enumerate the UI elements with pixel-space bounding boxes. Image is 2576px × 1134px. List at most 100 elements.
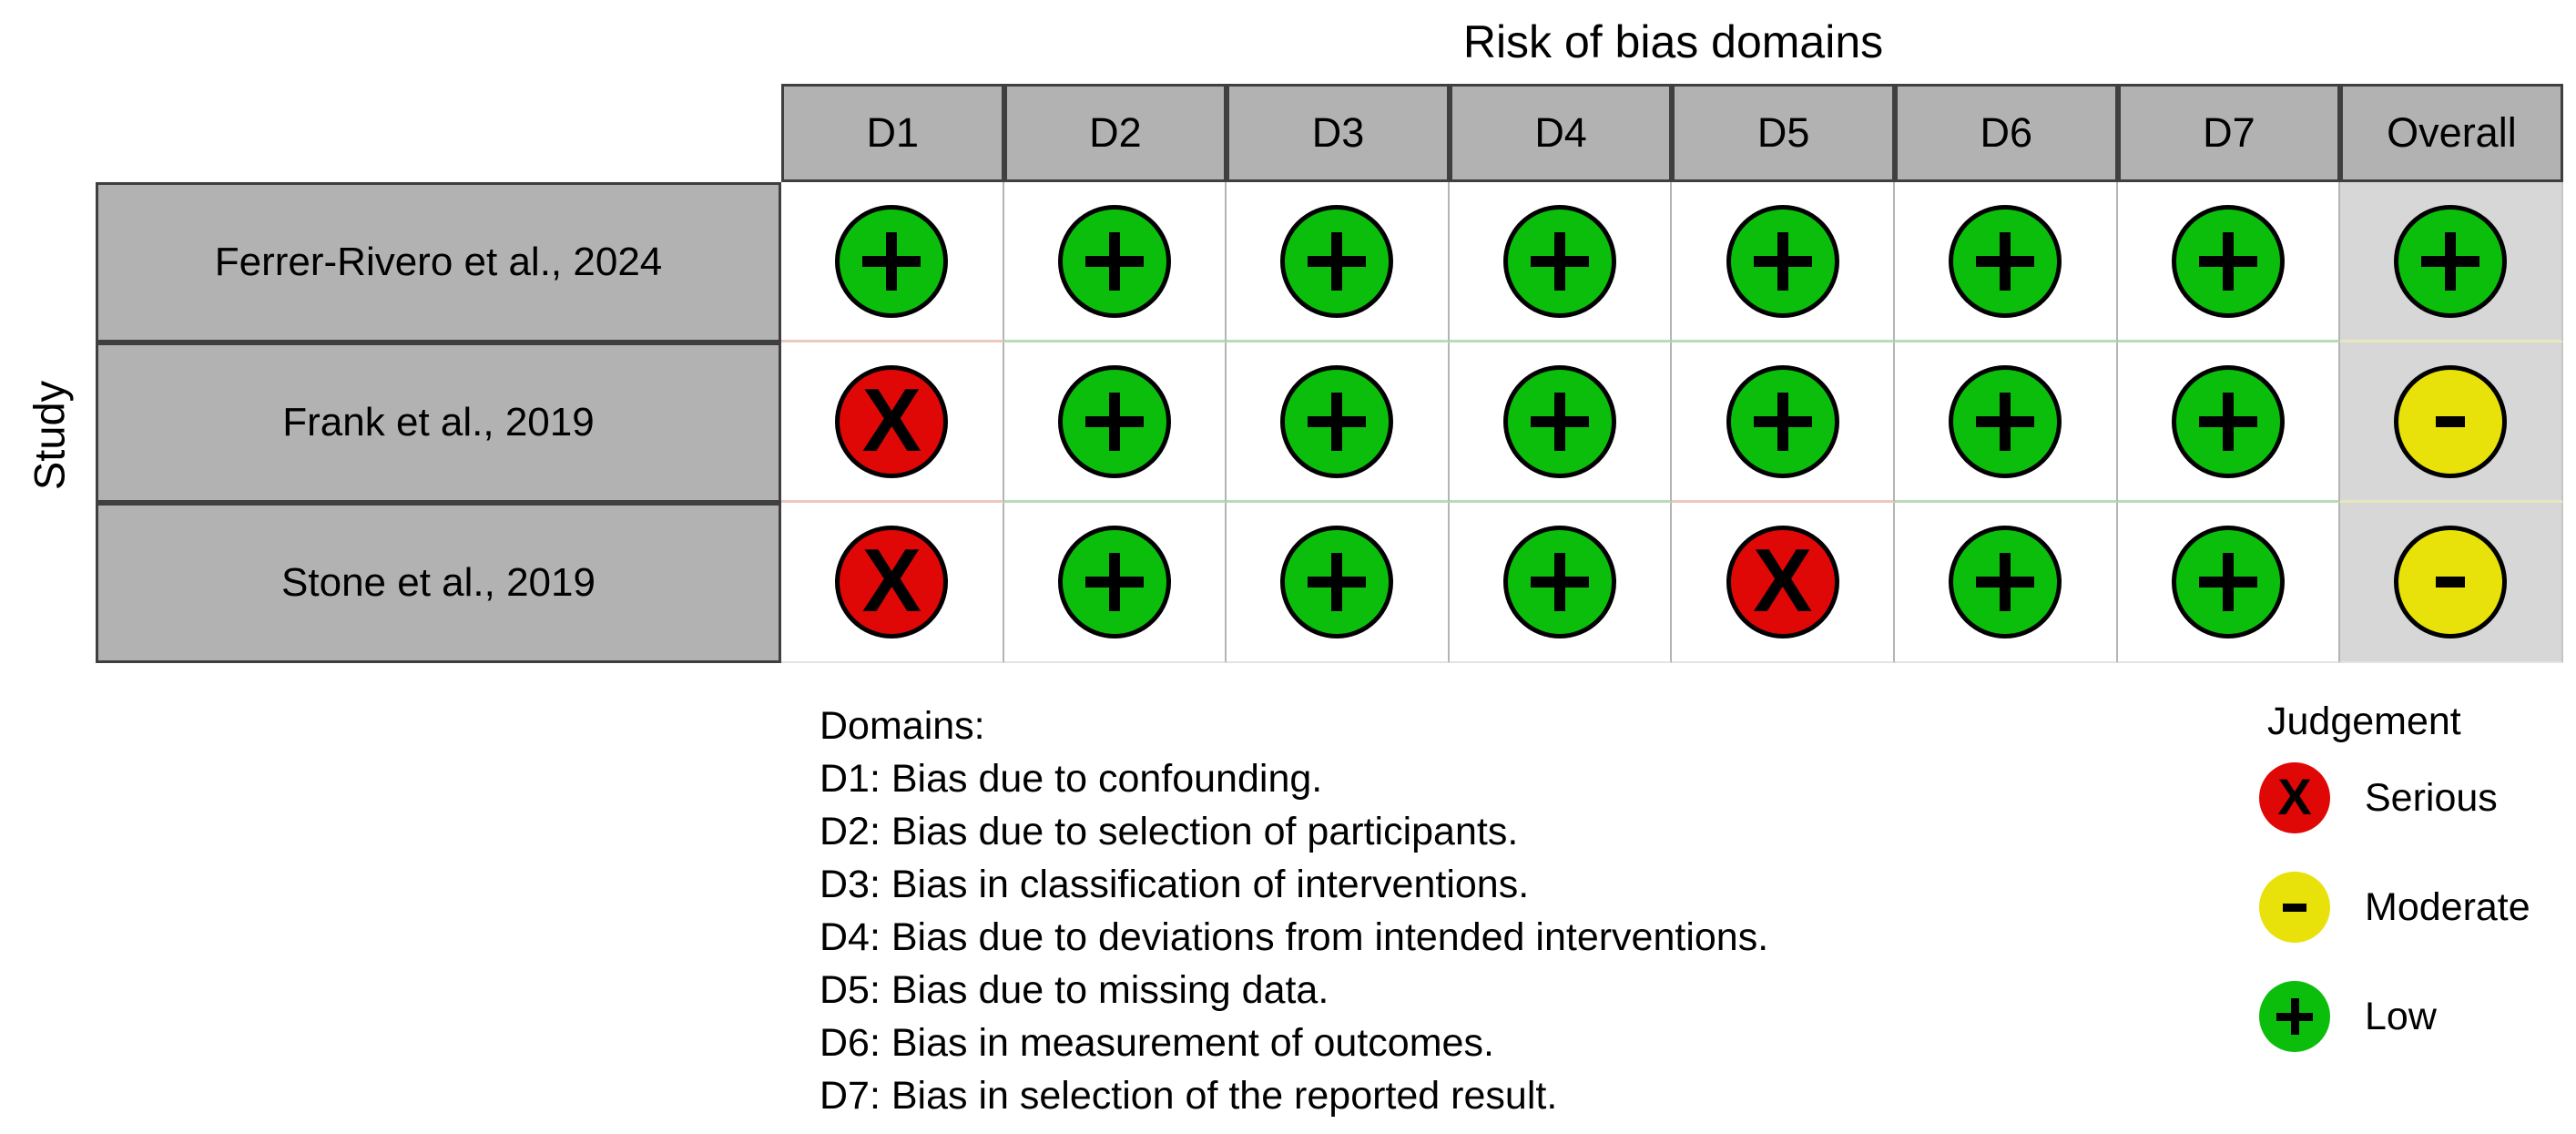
- rob-cell-d1: [781, 182, 1004, 342]
- rob-cell-d6: [1894, 182, 2118, 342]
- plus-icon: [2290, 998, 2299, 1035]
- judgement-circle-moderate: [2394, 526, 2508, 639]
- rob-cell-d6: [1894, 503, 2118, 663]
- judgement-circle-low: [1503, 364, 1617, 478]
- domain-description: D2: Bias due to selection of participant…: [820, 810, 1519, 853]
- plus-icon: [1777, 392, 1788, 451]
- plus-icon: [2000, 553, 2011, 611]
- judgement-entry-label: Serious: [2365, 775, 2498, 820]
- plus-icon: [1777, 231, 1788, 291]
- judgement-entry-low: Low: [2259, 981, 2530, 1052]
- plus-icon: [2222, 553, 2234, 611]
- plus-icon: [1554, 392, 1566, 451]
- judgement-circle-low: [1949, 364, 2062, 478]
- domain-description: D7: Bias in selection of the reported re…: [820, 1074, 1558, 1118]
- column-header-d2: D2: [1003, 84, 1227, 182]
- judgement-circle-low: [835, 204, 949, 318]
- minus-icon: [2436, 577, 2466, 587]
- x-icon: X: [1752, 530, 1813, 630]
- plus-icon: [1108, 392, 1120, 451]
- rob-cell-d1: X: [781, 503, 1004, 663]
- domain-description: D4: Bias due to deviations from intended…: [820, 915, 1769, 959]
- column-header-d1: D1: [781, 84, 1004, 182]
- plus-icon: [1108, 231, 1120, 291]
- judgement-circle-low: [2171, 364, 2285, 478]
- column-header-d4: D4: [1449, 84, 1673, 182]
- domain-description: D5: Bias due to missing data.: [820, 968, 1329, 1012]
- judgement-circle-low: [2394, 204, 2508, 318]
- rob-cell-d4: [1449, 342, 1673, 503]
- column-header-d6: D6: [1894, 84, 2118, 182]
- judgement-circle-low: [1503, 204, 1617, 318]
- domain-description: D6: Bias in measurement of outcomes.: [820, 1021, 1494, 1065]
- rob-cell-d2: [1003, 503, 1227, 663]
- domain-description: D3: Bias in classification of interventi…: [820, 863, 1530, 906]
- judgement-circle-low: [1280, 526, 1394, 639]
- rob-cell-d7: [2117, 503, 2341, 663]
- study-label: Stone et al., 2019: [96, 503, 781, 663]
- judgement-circle-low: [1280, 204, 1394, 318]
- rob-cell-d3: [1227, 503, 1450, 663]
- study-label: Frank et al., 2019: [96, 342, 781, 503]
- x-icon: X: [2277, 768, 2312, 825]
- rob-cell-d3: [1227, 182, 1450, 342]
- plus-icon: [2222, 231, 2234, 291]
- judgement-entry-label: Low: [2365, 994, 2437, 1038]
- judgement-circle-low: [1949, 204, 2062, 318]
- rob-cell-overall: [2340, 503, 2563, 663]
- plus-icon: [2445, 231, 2457, 291]
- judgement-circle-serious: X: [2259, 762, 2330, 833]
- domains-legend-heading: Domains:: [820, 704, 985, 748]
- judgement-entry-serious: X Serious: [2259, 762, 2530, 833]
- judgement-circle-low: [1503, 526, 1617, 639]
- judgement-circle-moderate: [2394, 364, 2508, 478]
- plus-icon: [2222, 392, 2234, 451]
- grid-corner-spacer: [96, 84, 781, 182]
- plus-icon: [1331, 392, 1343, 451]
- study-label: Ferrer-Rivero et al., 2024: [96, 182, 781, 342]
- plus-icon: [1331, 231, 1343, 291]
- minus-icon: [2283, 903, 2306, 912]
- rob-cell-d5: X: [1672, 503, 1895, 663]
- rob-cell-d6: [1894, 342, 2118, 503]
- rob-cell-d4: [1449, 503, 1673, 663]
- column-header-d5: D5: [1672, 84, 1895, 182]
- judgement-circle-moderate: [2259, 872, 2330, 943]
- rob-cell-d4: [1449, 182, 1673, 342]
- judgement-circle-low: [1726, 364, 1839, 478]
- plus-icon: [2000, 392, 2011, 451]
- rob-cell-d5: [1672, 342, 1895, 503]
- rob-cell-d7: [2117, 342, 2341, 503]
- judgement-circle-low: [1057, 364, 1171, 478]
- judgement-entry-moderate: Moderate: [2259, 872, 2530, 943]
- judgement-circle-low: [2171, 204, 2285, 318]
- rob-cell-d3: [1227, 342, 1450, 503]
- judgement-circle-low: [1057, 204, 1171, 318]
- column-header-d3: D3: [1227, 84, 1450, 182]
- rob-cell-d1: X: [781, 342, 1004, 503]
- domain-description: D1: Bias due to confounding.: [820, 757, 1323, 801]
- judgement-legend-heading: Judgement: [2267, 700, 2461, 743]
- rob-cell-overall: [2340, 182, 2563, 342]
- rob-cell-d7: [2117, 182, 2341, 342]
- column-header-d7: D7: [2117, 84, 2341, 182]
- x-icon: X: [861, 530, 921, 630]
- plus-icon: [1554, 231, 1566, 291]
- plus-icon: [2000, 231, 2011, 291]
- judgement-circle-serious: X: [1726, 526, 1839, 639]
- x-icon: X: [861, 369, 921, 470]
- domains-legend-items: D1: Bias due to confounding. D2: Bias due…: [820, 752, 1768, 1122]
- judgement-circle-serious: X: [835, 364, 949, 478]
- column-header-overall: Overall: [2340, 84, 2563, 182]
- judgement-circle-low: [1057, 526, 1171, 639]
- minus-icon: [2436, 415, 2466, 427]
- plus-icon: [1554, 553, 1566, 611]
- plus-icon: [1108, 553, 1120, 611]
- judgement-circle-low: [1726, 204, 1839, 318]
- judgement-circle-low: [2259, 981, 2330, 1052]
- judgement-entry-label: Moderate: [2365, 884, 2530, 929]
- judgement-circle-low: [2171, 526, 2285, 639]
- study-axis-label: Study: [25, 380, 74, 491]
